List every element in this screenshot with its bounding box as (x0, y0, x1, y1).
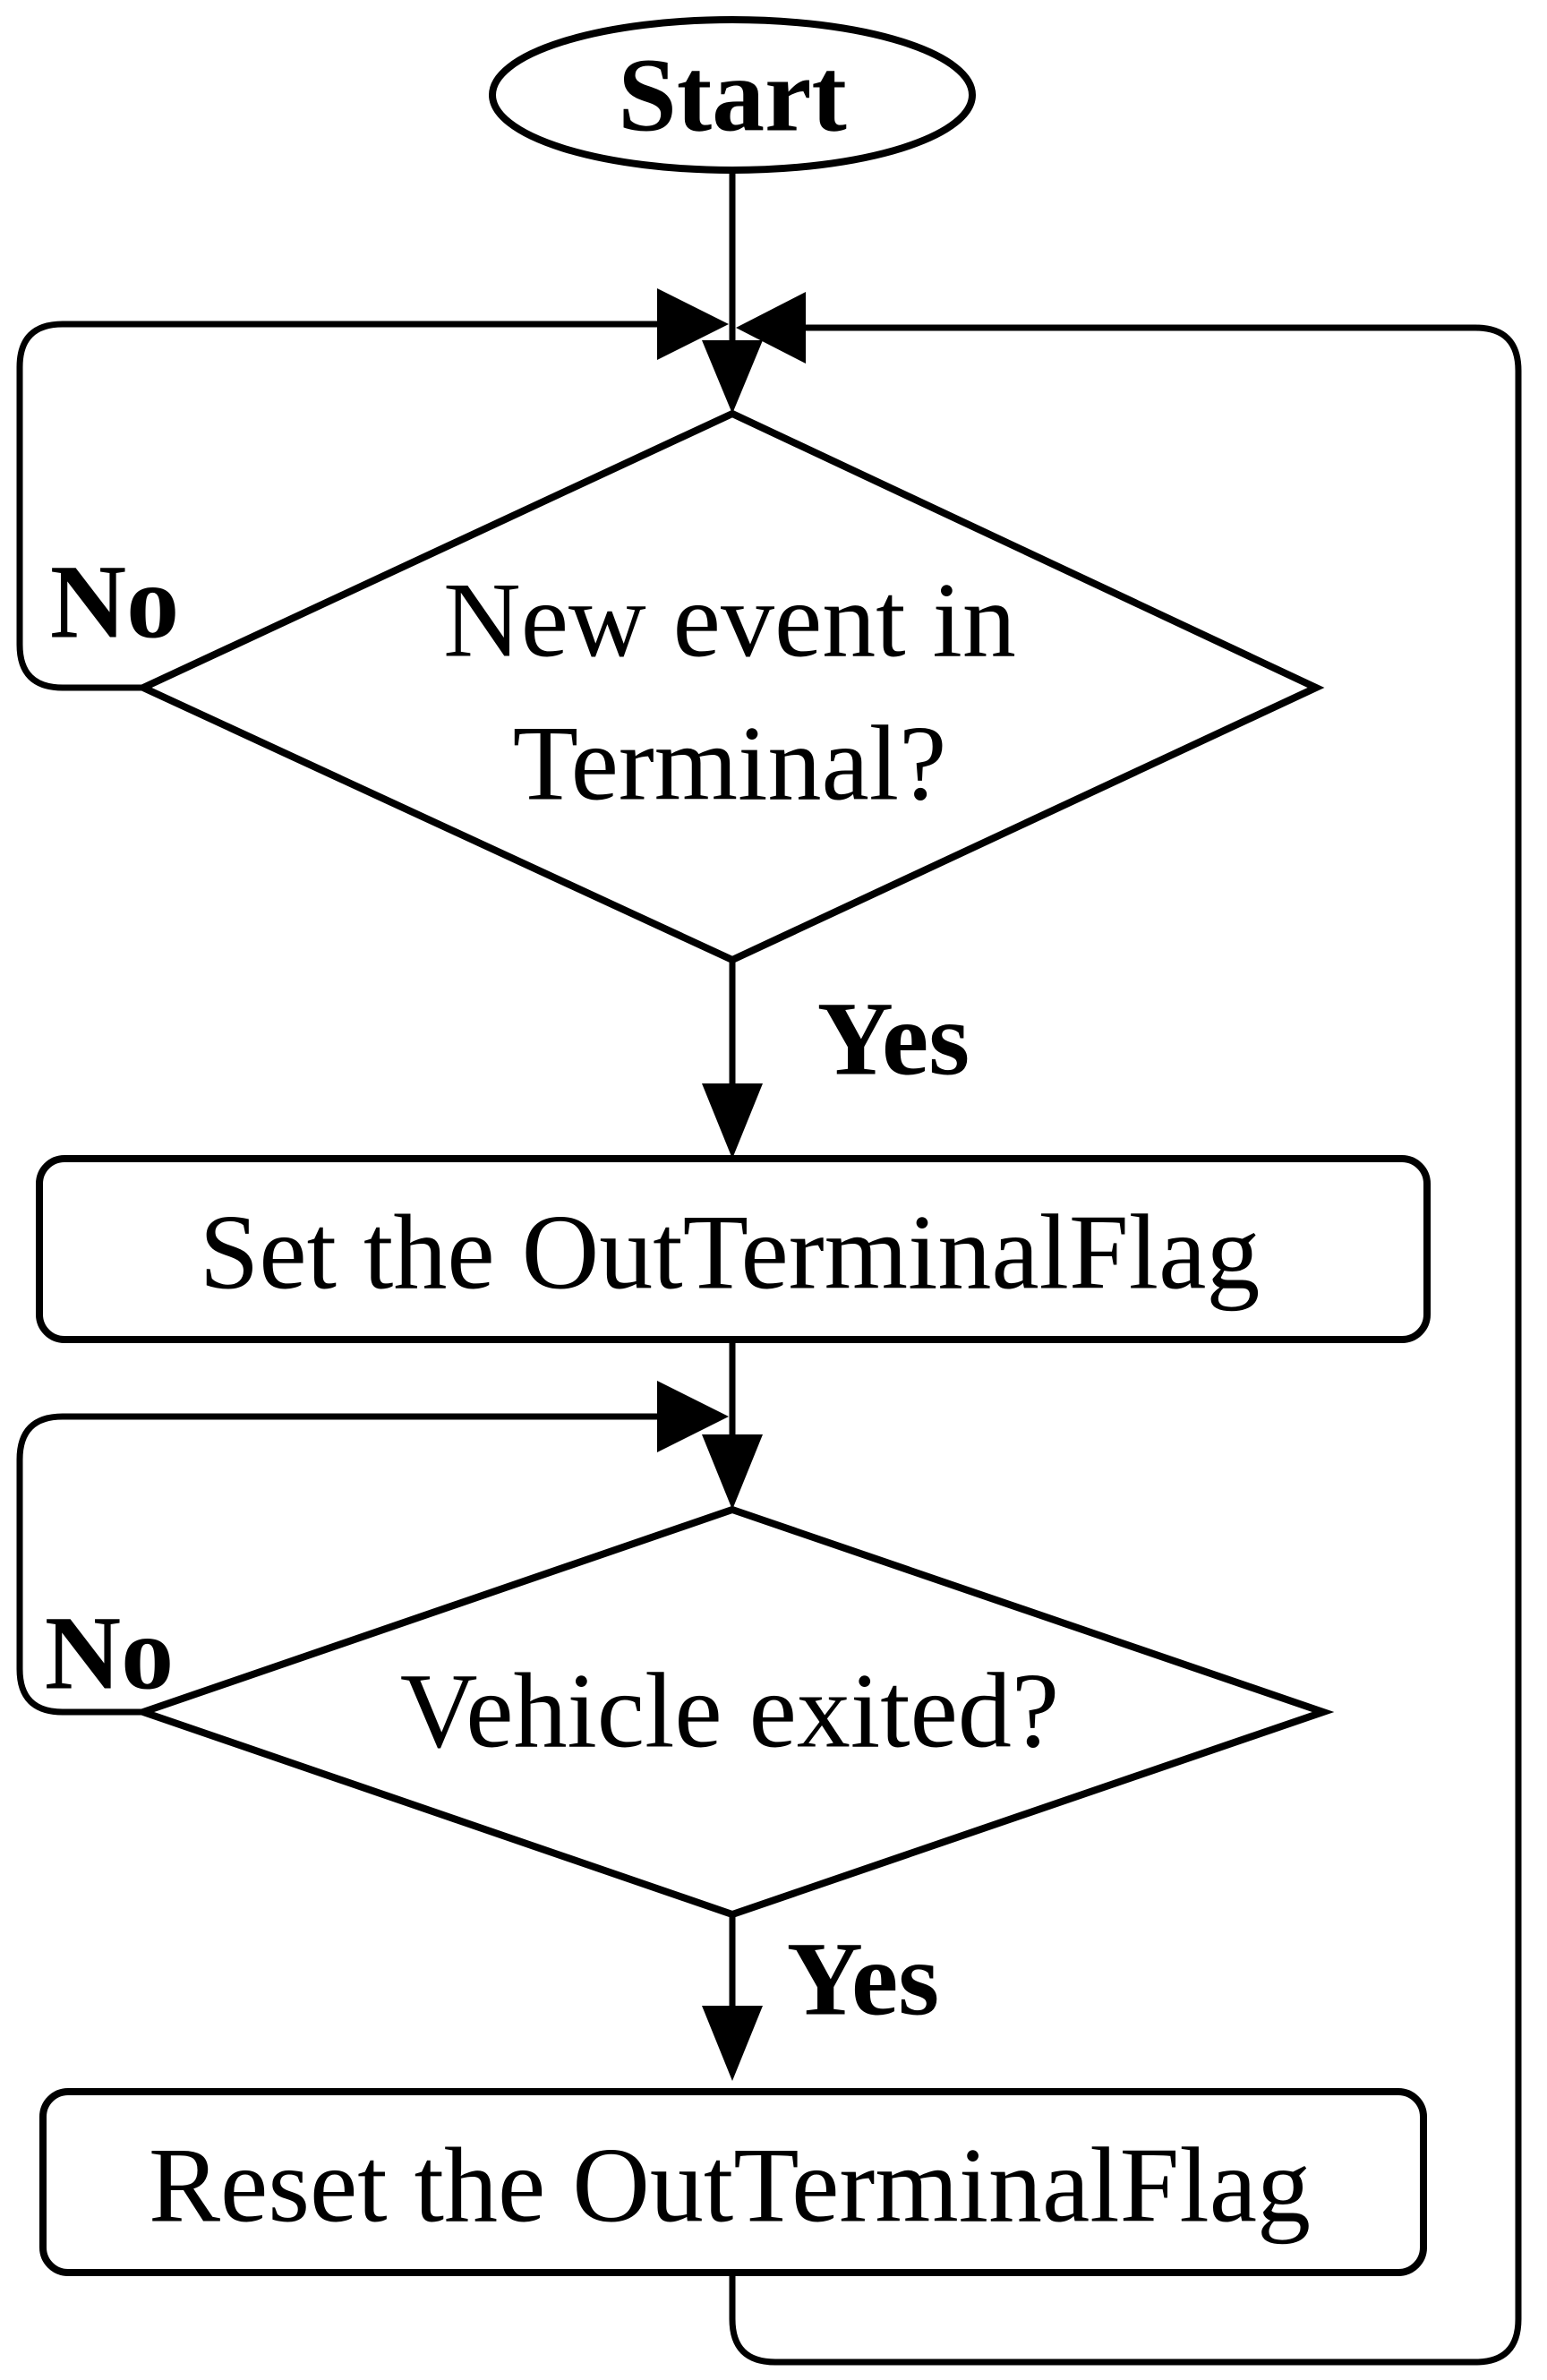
connector-decision1-no-loop (16, 321, 689, 691)
decision-vehicle-exited-no-label: No (45, 1595, 174, 1712)
decision-new-event: New event in Terminal? No Yes (50, 409, 1325, 1098)
process-set-flag-label: Set the OutTerminalFlag (200, 1193, 1261, 1312)
arrowhead-into-decision2 (702, 1434, 763, 1510)
connectors (16, 170, 1522, 2366)
process-reset-flag-box (39, 2088, 1427, 2276)
start-ellipse (489, 16, 976, 174)
arrowhead-decision2-loop-top (657, 1381, 729, 1452)
arrowhead-into-set-box (702, 1083, 763, 1159)
arrowhead-into-decision1 (702, 340, 763, 414)
connector-decision2-no-loop (16, 1413, 689, 1716)
arrowhead-right-loop-top (736, 292, 806, 364)
decision-new-event-line1: New event in (443, 561, 1016, 680)
decision-new-event-no-label: No (50, 544, 179, 661)
process-reset-flag: Reset the OutTerminalFlag (39, 2088, 1427, 2276)
process-set-flag: Set the OutTerminalFlag (36, 1155, 1431, 1343)
decision-new-event-yes-label: Yes (817, 980, 970, 1098)
process-reset-flag-label: Reset the OutTerminalFlag (149, 2126, 1311, 2245)
start-label: Start (618, 37, 847, 154)
decision-vehicle-exited: Vehicle exited? No Yes (45, 1505, 1335, 2038)
arrowhead-into-reset-box (702, 2006, 763, 2081)
arrowheads (657, 288, 806, 2081)
decision-vehicle-exited-label: Vehicle exited? (400, 1651, 1059, 1770)
decision-new-event-diamond (134, 409, 1325, 964)
decision-new-event-line2: Terminal? (513, 704, 947, 823)
decision-vehicle-exited-yes-label: Yes (787, 1921, 939, 2038)
arrowhead-left-loop-top (657, 288, 729, 360)
decision-vehicle-exited-diamond (132, 1505, 1335, 1919)
connector-reset-loop-back (729, 324, 1522, 2366)
start-terminal: Start (489, 16, 976, 174)
process-set-flag-box (36, 1155, 1431, 1343)
